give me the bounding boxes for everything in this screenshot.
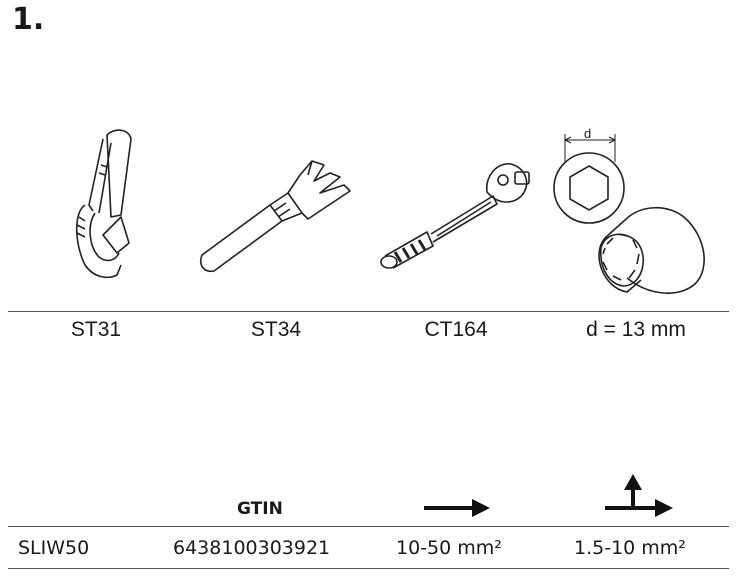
product-code: SLIW50 (18, 537, 90, 559)
hex-socket-icon (553, 134, 705, 294)
ratchet-icon (380, 163, 530, 269)
arrow-branch-icon (605, 474, 673, 517)
divider-top (8, 311, 729, 312)
wrench-icon (75, 129, 132, 279)
dimension-label: d (584, 126, 592, 141)
stripping-tool-icon (199, 160, 351, 273)
gtin-value: 6438100303921 (173, 537, 331, 559)
gtin-header: GTIN (237, 499, 283, 519)
branch-conductor-range: 1.5-10 mm² (574, 537, 686, 559)
tool-label-socket: d = 13 mm (586, 318, 686, 341)
arrow-right-icon (424, 499, 490, 517)
divider-table-bottom (8, 568, 729, 569)
divider-table-top (8, 526, 729, 527)
tool-label-ct164: CT164 (424, 318, 488, 341)
step-number: 1. (12, 2, 45, 37)
tool-label-st34: ST34 (250, 318, 302, 341)
tool-label-st31: ST31 (70, 318, 122, 341)
main-conductor-range: 10-50 mm² (396, 537, 502, 559)
